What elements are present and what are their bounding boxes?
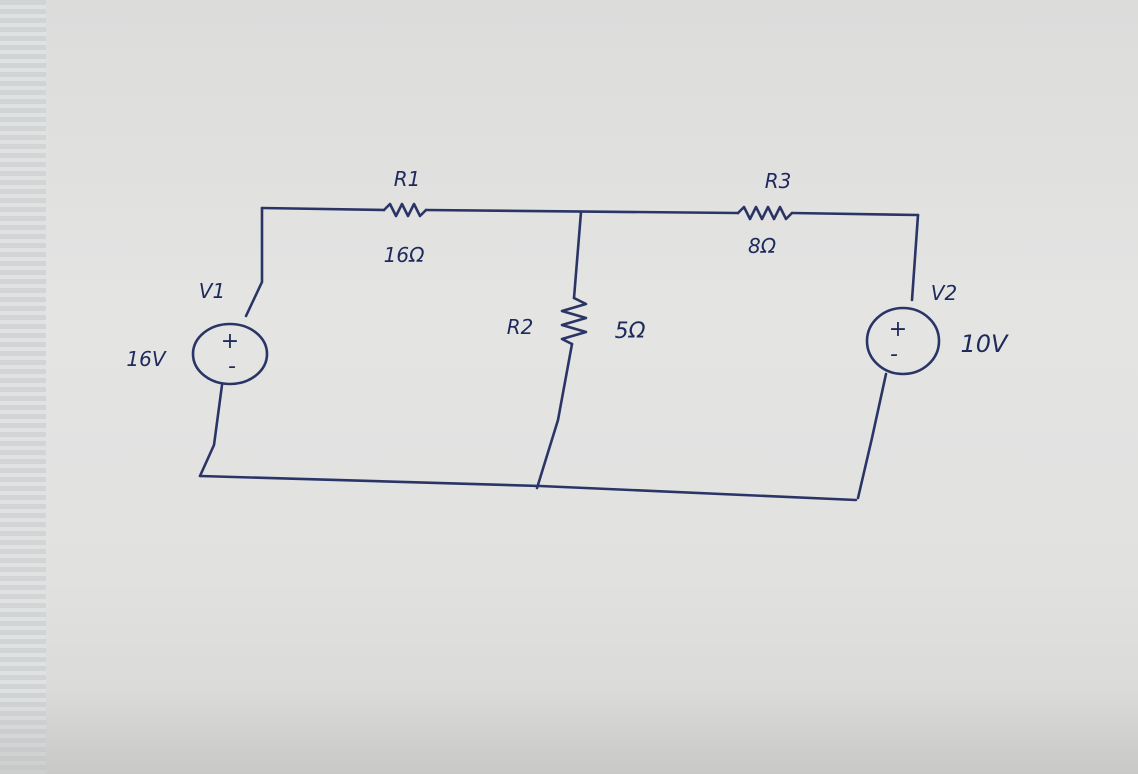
voltage-source-v2 bbox=[865, 306, 941, 376]
wire-middle-upper bbox=[572, 210, 583, 300]
r1-value-label: 16Ω bbox=[384, 243, 425, 267]
resistor-r3 bbox=[736, 205, 794, 221]
wire-top-left bbox=[260, 206, 386, 212]
resistor-r2 bbox=[560, 296, 588, 346]
wire-right-lower bbox=[856, 372, 888, 500]
v1-minus-sign: - bbox=[228, 354, 236, 379]
wire-right-upper bbox=[910, 213, 920, 302]
resistor-r1 bbox=[382, 202, 428, 218]
v2-minus-sign: - bbox=[890, 342, 898, 367]
v2-plus-sign: + bbox=[889, 317, 907, 342]
wire-left-upper bbox=[244, 206, 264, 318]
v2-value-label: 10V bbox=[961, 330, 1010, 358]
v2-name-label: V2 bbox=[931, 281, 957, 305]
wire-middle-lower bbox=[535, 342, 574, 490]
r1-name-label: R1 bbox=[394, 167, 421, 191]
r2-name-label: R2 bbox=[507, 315, 534, 339]
paper-edge-strip bbox=[0, 0, 46, 774]
wire-bottom bbox=[198, 474, 858, 502]
wire-left-lower bbox=[198, 383, 224, 478]
wire-top-right bbox=[790, 211, 920, 217]
r3-value-label: 8Ω bbox=[748, 234, 777, 258]
v1-plus-sign: + bbox=[221, 329, 239, 354]
v1-value-label: 16V bbox=[126, 347, 166, 371]
v1-name-label: V1 bbox=[199, 279, 225, 303]
r2-value-label: 5Ω bbox=[615, 319, 646, 344]
voltage-source-v1 bbox=[191, 322, 269, 386]
r3-name-label: R3 bbox=[765, 169, 792, 193]
paper-shadow bbox=[0, 690, 1138, 774]
